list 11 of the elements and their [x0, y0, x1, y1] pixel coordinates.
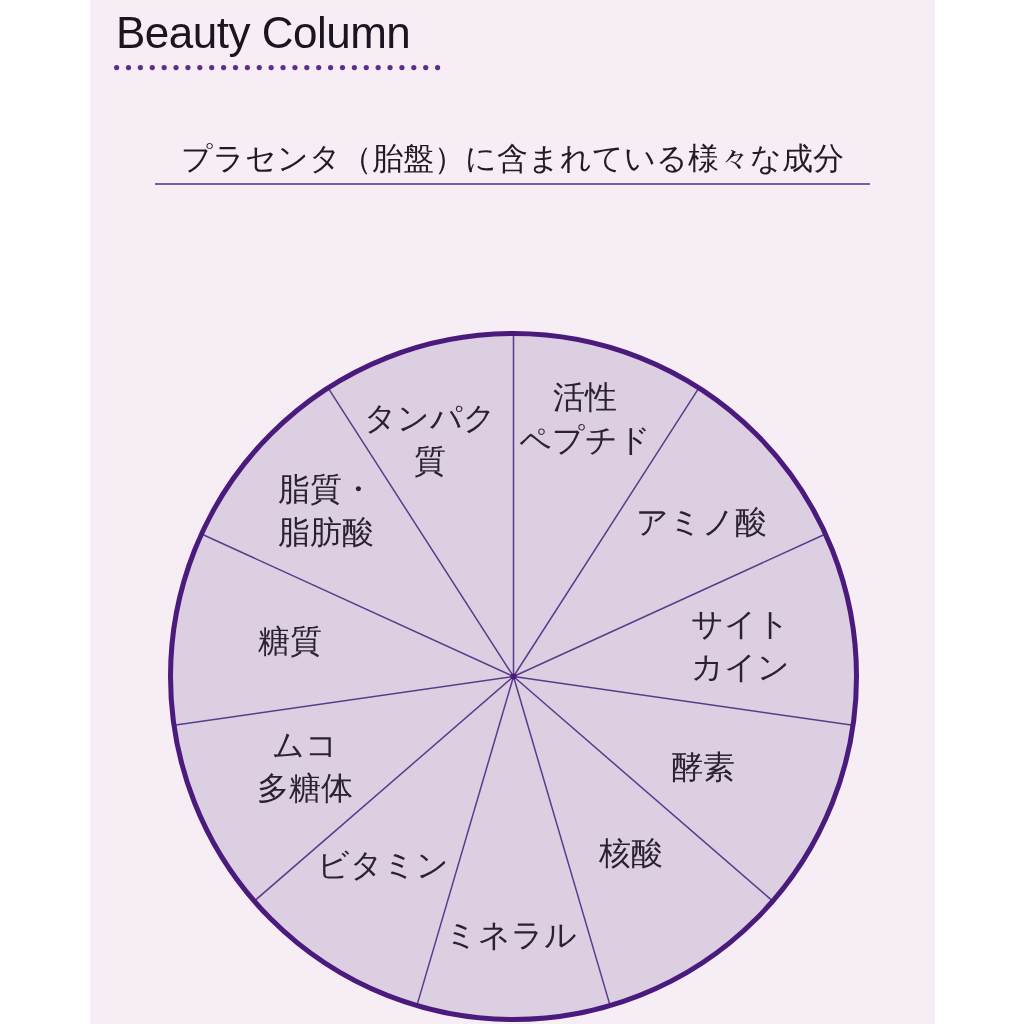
segment-label: アミノ酸: [635, 500, 767, 544]
segment-label: ムコ多糖体: [257, 724, 353, 810]
segment-label: サイトカイン: [690, 603, 790, 689]
segment-label: 活性ペプチド: [519, 376, 651, 462]
segment-label: ビタミン: [317, 843, 449, 887]
column-heading: Beauty Column: [116, 8, 411, 59]
segment-label: 酵素: [671, 745, 735, 789]
segment-label: ミネラル: [445, 913, 577, 957]
diagram-title: プラセンタ（胎盤）に含まれている様々な成分: [180, 139, 844, 178]
segment-label: 核酸: [599, 831, 663, 875]
segment-label: 糖質: [258, 619, 322, 663]
